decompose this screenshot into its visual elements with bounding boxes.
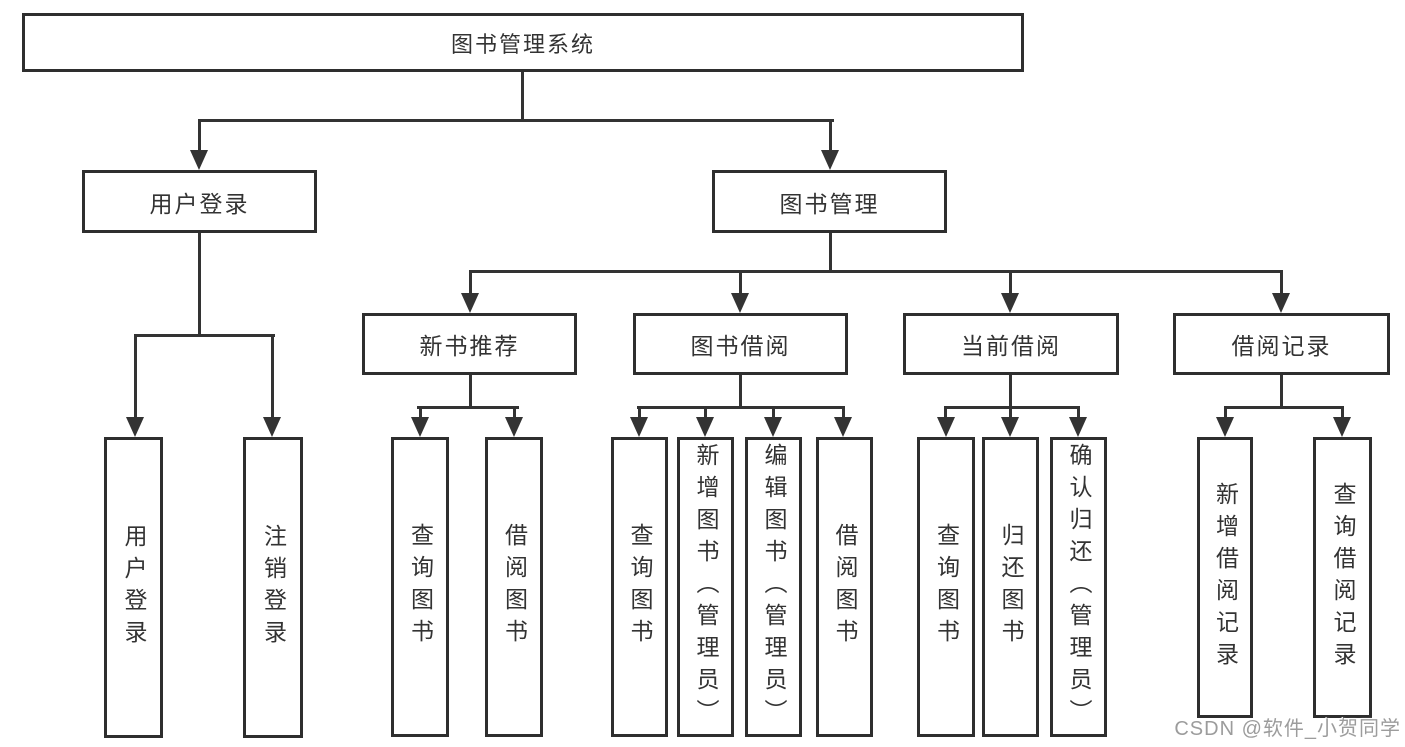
- connector-recommend-rail: [417, 406, 519, 409]
- leaf-recommend-query-books: 查询图书: [391, 437, 449, 737]
- leaf-label: 新增图书（管理员）: [693, 443, 719, 731]
- leaf-label: 查询图书: [627, 523, 653, 651]
- arrow-down-icon: [1001, 293, 1019, 313]
- connector-recommend-stem: [469, 373, 472, 409]
- leaf-label: 查询图书: [407, 523, 434, 651]
- arrow-down-icon: [190, 150, 208, 170]
- csdn-watermark: CSDN @软件_小贺同学: [1174, 718, 1401, 740]
- arrow-down-icon: [126, 417, 144, 437]
- connector-to-leaf-logout: [271, 334, 274, 432]
- connector-to-new-book: [469, 270, 472, 307]
- arrow-down-icon: [1272, 293, 1290, 313]
- leaf-current-return-books: 归还图书: [982, 437, 1039, 737]
- leaf-label: 编辑图书（管理员）: [761, 443, 787, 731]
- connector-records-stem: [1280, 373, 1283, 409]
- connector-to-book-borrowing: [739, 270, 742, 307]
- arrow-down-icon: [731, 293, 749, 313]
- node-library-management-system: 图书管理系统: [22, 13, 1024, 72]
- connector-to-leaf-user-login: [134, 334, 137, 432]
- connector-to-borrowing-records: [1280, 270, 1283, 307]
- arrow-down-icon: [505, 417, 523, 437]
- arrow-down-icon: [1001, 417, 1019, 437]
- leaf-borrowing-query-books: 查询图书: [611, 437, 668, 737]
- connector-borrowing-rail: [637, 406, 845, 409]
- connector-level2-rail: [198, 119, 834, 122]
- node-new-book-recommend: 新书推荐: [362, 313, 577, 375]
- arrow-down-icon: [937, 417, 955, 437]
- leaf-user-login: 用户登录: [104, 437, 163, 738]
- arrow-down-icon: [461, 293, 479, 313]
- leaf-records-query-record: 查询借阅记录: [1313, 437, 1372, 718]
- leaf-label: 查询图书: [933, 523, 960, 651]
- arrow-down-icon: [821, 150, 839, 170]
- arrow-down-icon: [1216, 417, 1234, 437]
- leaf-label: 注销登录: [260, 523, 287, 652]
- node-book-management: 图书管理: [712, 170, 947, 233]
- leaf-label: 借阅图书: [501, 523, 528, 651]
- connector-root-stem: [521, 70, 524, 122]
- arrow-down-icon: [411, 417, 429, 437]
- node-borrowing-records: 借阅记录: [1173, 313, 1390, 375]
- connector-records-rail: [1224, 406, 1343, 409]
- connector-borrowing-stem: [739, 373, 742, 409]
- connector-user-login-stem: [198, 231, 201, 337]
- leaf-logout: 注销登录: [243, 437, 303, 738]
- leaf-borrowing-edit-book-admin: 编辑图书（管理员）: [745, 437, 802, 737]
- node-user-login: 用户登录: [82, 170, 317, 233]
- arrow-down-icon: [834, 417, 852, 437]
- leaf-label: 借阅图书: [832, 523, 858, 651]
- leaf-recommend-borrow-books: 借阅图书: [485, 437, 543, 737]
- connector-user-login-rail: [134, 334, 275, 337]
- leaf-label: 用户登录: [121, 523, 147, 652]
- leaf-label: 新增借阅记录: [1212, 481, 1239, 674]
- arrow-down-icon: [696, 417, 714, 437]
- leaf-borrowing-add-book-admin: 新增图书（管理员）: [677, 437, 734, 737]
- node-book-borrowing: 图书借阅: [633, 313, 848, 375]
- node-current-borrowing: 当前借阅: [903, 313, 1119, 375]
- arrow-down-icon: [1069, 417, 1087, 437]
- connector-to-user-login: [198, 119, 201, 164]
- arrow-down-icon: [764, 417, 782, 437]
- leaf-label: 查询借阅记录: [1330, 481, 1356, 674]
- connector-book-management-stem: [829, 231, 832, 273]
- arrow-down-icon: [263, 417, 281, 437]
- connector-to-book-management: [829, 119, 832, 164]
- leaf-label: 确认归还（管理员）: [1066, 443, 1092, 731]
- connector-to-current-borrowing: [1009, 270, 1012, 307]
- leaf-current-confirm-return-admin: 确认归还（管理员）: [1050, 437, 1107, 737]
- connector-level3-rail: [469, 270, 1282, 273]
- leaf-borrowing-borrow-books: 借阅图书: [816, 437, 873, 737]
- leaf-label: 归还图书: [998, 523, 1024, 651]
- arrow-down-icon: [1333, 417, 1351, 437]
- connector-current-stem: [1009, 373, 1012, 409]
- leaf-records-add-record: 新增借阅记录: [1197, 437, 1253, 718]
- leaf-current-query-books: 查询图书: [917, 437, 975, 737]
- arrow-down-icon: [630, 417, 648, 437]
